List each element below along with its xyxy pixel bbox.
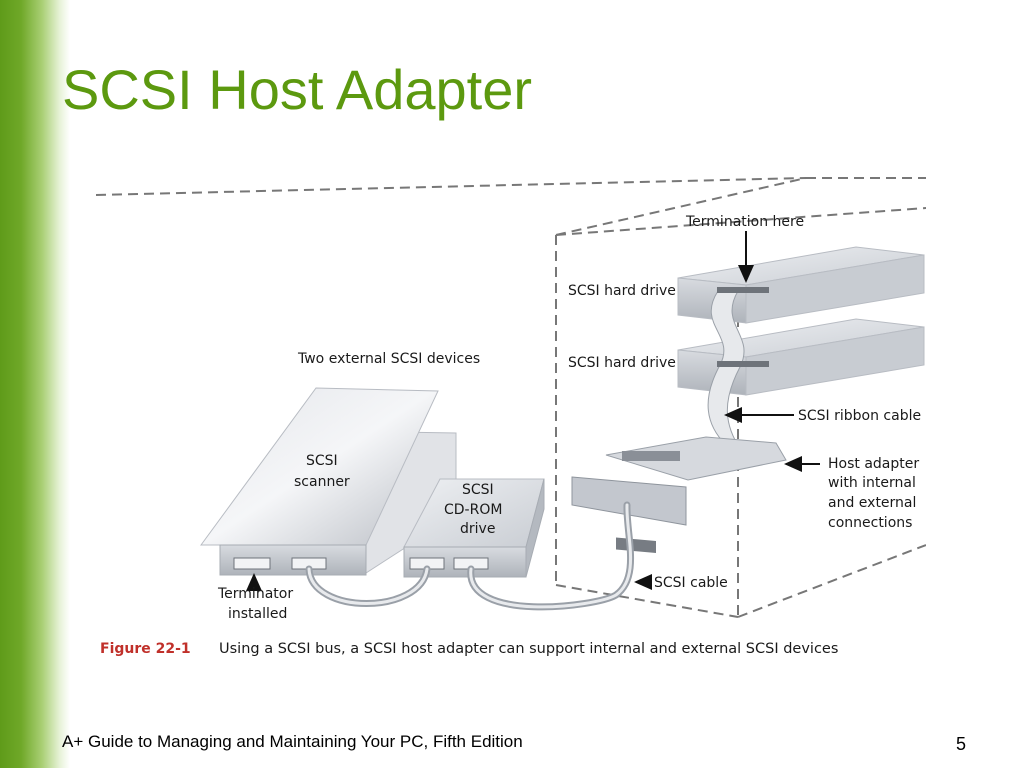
- scsi-diagram: Termination here SCSI hard drive SCSI ha…: [96, 177, 926, 657]
- label-cdrom-3: drive: [460, 521, 495, 537]
- label-termination: Termination here: [685, 214, 804, 230]
- label-terminator-2: installed: [228, 606, 287, 622]
- label-host-adapter-3: and external: [828, 495, 916, 511]
- green-sidebar: [0, 0, 70, 768]
- label-two-external: Two external SCSI devices: [297, 351, 480, 367]
- label-scsi-cable: SCSI cable: [654, 575, 728, 591]
- label-hard-drive-1: SCSI hard drive: [568, 283, 676, 299]
- figure-caption-text: Using a SCSI bus, a SCSI host adapter ca…: [219, 641, 838, 657]
- slide-title: SCSI Host Adapter: [62, 58, 533, 121]
- label-scanner-2: scanner: [294, 474, 350, 490]
- label-host-adapter-2: with internal: [828, 475, 916, 491]
- label-ribbon-cable: SCSI ribbon cable: [798, 408, 921, 424]
- label-host-adapter-1: Host adapter: [828, 456, 919, 472]
- footer-text: A+ Guide to Managing and Maintaining You…: [62, 732, 523, 751]
- label-host-adapter-4: connections: [828, 515, 912, 531]
- scsi-scanner: [200, 387, 457, 576]
- scsi-cdrom-drive: [403, 478, 545, 578]
- figure-caption-label: Figure 22-1: [100, 641, 191, 657]
- label-cdrom-1: SCSI: [462, 482, 494, 498]
- label-terminator-1: Terminator: [217, 586, 293, 602]
- host-adapter-card: [571, 436, 787, 553]
- label-scanner-1: SCSI: [306, 453, 338, 469]
- diagram-labels: Termination here SCSI hard drive SCSI ha…: [217, 214, 921, 622]
- callout-arrows: [246, 231, 820, 591]
- page-number: 5: [955, 734, 966, 754]
- label-hard-drive-2: SCSI hard drive: [568, 355, 676, 371]
- label-cdrom-2: CD-ROM: [444, 502, 502, 518]
